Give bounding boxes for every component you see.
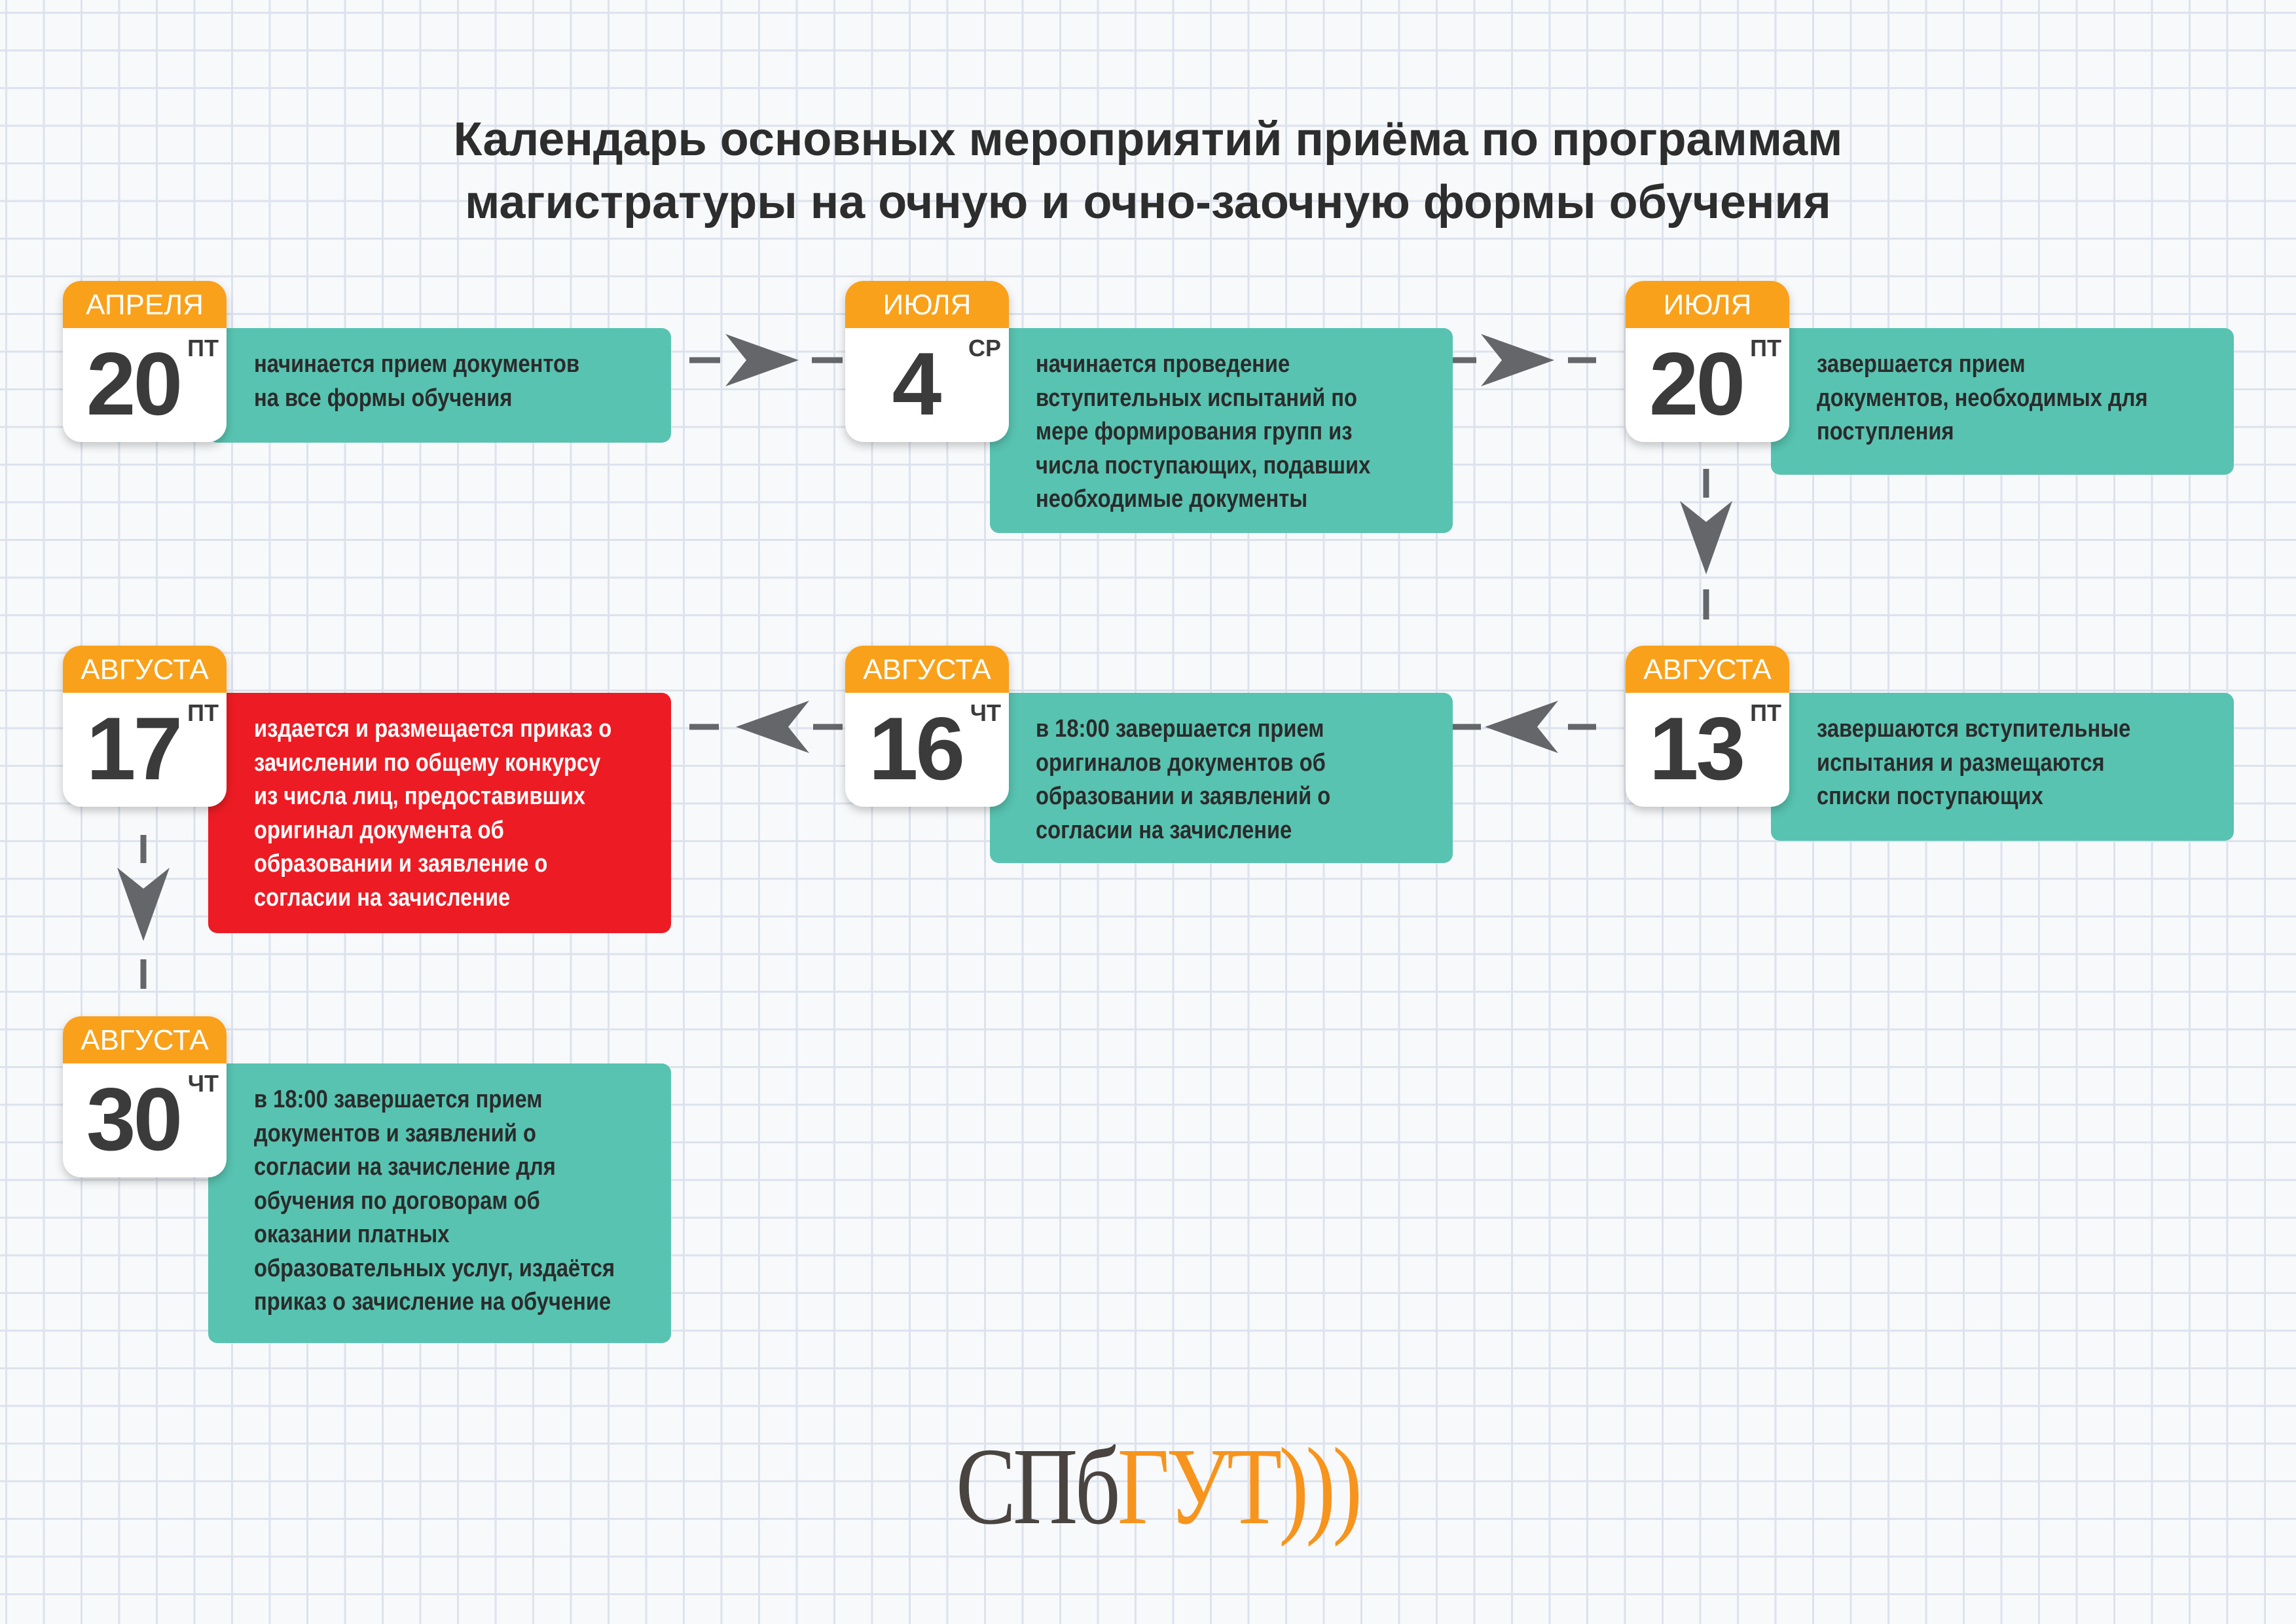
day-number: 4 (892, 334, 942, 434)
day-number: 13 (1649, 699, 1745, 798)
event-text: завершается прием документов, необходимы… (1817, 350, 2148, 445)
arrow-down-icon (1680, 469, 1732, 619)
month-label: АВГУСТА (1626, 646, 1789, 693)
university-logo: СПбГУТ))) (956, 1424, 1362, 1549)
event-text: в 18:00 завершается прием документов и з… (254, 1086, 615, 1316)
month-label: АПРЕЛЯ (63, 281, 227, 328)
arrow-left-icon (1451, 701, 1596, 753)
event-text: в 18:00 завершается прием оригиналов док… (1036, 715, 1331, 844)
event-description-highlighted: издается и размещается приказ о зачислен… (208, 693, 671, 933)
weekday-label: ЧТ (970, 699, 1001, 726)
month-label: АВГУСТА (845, 646, 1009, 693)
event-description: завершается прием документов, необходимы… (1771, 328, 2234, 475)
arrow-right-icon (1451, 334, 1596, 386)
calendar-date: АПРЕЛЯ 20 ПТ (63, 281, 227, 442)
event-text: завершаются вступительные испытания и ра… (1817, 715, 2131, 810)
event-description: начинается проведение вступительных испы… (990, 328, 1453, 533)
day-number: 20 (86, 334, 183, 434)
day-number: 17 (86, 699, 183, 798)
weekday-label: СР (968, 335, 1001, 361)
event-description: в 18:00 завершается прием документов и з… (208, 1063, 671, 1343)
month-label: АВГУСТА (63, 1016, 227, 1063)
calendar-date: АВГУСТА 16 ЧТ (845, 646, 1009, 807)
event-text: начинается проведение вступительных испы… (1036, 350, 1371, 513)
arrow-left-icon (689, 701, 843, 753)
event-text: издается и размещается приказ о зачислен… (254, 715, 612, 912)
event-text: начинается прием документов на все формы… (254, 350, 580, 412)
arrow-right-icon (689, 334, 843, 386)
day-number: 30 (86, 1069, 183, 1169)
weekday-label: ПТ (1750, 335, 1781, 361)
calendar-date: ИЮЛЯ 4 СР (845, 281, 1009, 442)
event-description: в 18:00 завершается прием оригиналов док… (990, 693, 1453, 863)
logo-part-1: СПб (956, 1426, 1121, 1547)
event-description: начинается прием документов на все формы… (208, 328, 671, 443)
calendar-date: ИЮЛЯ 20 ПТ (1626, 281, 1789, 442)
arrow-down-icon (117, 835, 170, 989)
weekday-label: ПТ (187, 335, 219, 361)
page-title: Календарь основных мероприятий приёма по… (0, 108, 2296, 234)
calendar-date: АВГУСТА 13 ПТ (1626, 646, 1789, 807)
calendar-date: АВГУСТА 17 ПТ (63, 646, 227, 807)
weekday-label: ПТ (1750, 699, 1781, 726)
month-label: АВГУСТА (63, 646, 227, 693)
title-line-2: магистратуры на очную и очно-заочную фор… (465, 176, 1831, 229)
month-label: ИЮЛЯ (1626, 281, 1789, 328)
weekday-label: ПТ (187, 699, 219, 726)
logo-part-2: ГУТ (1117, 1426, 1282, 1547)
day-number: 16 (868, 699, 965, 798)
title-line-1: Календарь основных мероприятий приёма по… (453, 113, 1843, 166)
calendar-date: АВГУСТА 30 ЧТ (63, 1016, 227, 1177)
signal-waves-icon: ))) (1279, 1426, 1362, 1547)
weekday-label: ЧТ (187, 1070, 219, 1097)
event-description: завершаются вступительные испытания и ра… (1771, 693, 2234, 841)
day-number: 20 (1649, 334, 1745, 434)
month-label: ИЮЛЯ (845, 281, 1009, 328)
